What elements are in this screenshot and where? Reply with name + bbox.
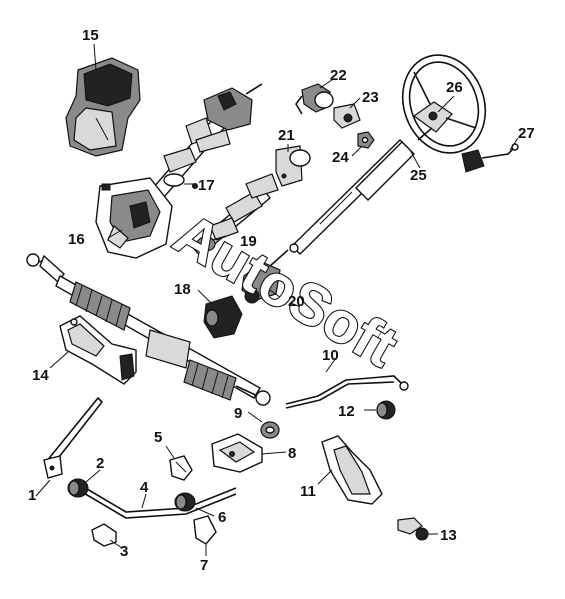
part-22-ignition-switch — [295, 83, 334, 115]
part-number-labels: 15 16 17 18 19 20 21 22 23 24 25 26 27 1… — [28, 27, 535, 574]
label-10: 10 — [322, 347, 339, 364]
label-17: 17 — [198, 177, 215, 194]
part-21-switch-bracket — [275, 145, 311, 187]
label-20: 20 — [288, 293, 305, 310]
label-2: 2 — [96, 455, 104, 472]
label-1: 1 — [28, 487, 36, 504]
label-15: 15 — [82, 27, 99, 44]
part-17-steering-column — [144, 83, 263, 205]
part-15-column-cover — [65, 57, 141, 157]
label-12: 12 — [338, 403, 355, 420]
part-26-steering-wheel — [401, 54, 487, 154]
label-18: 18 — [174, 281, 191, 298]
part-5-clamp — [169, 455, 193, 481]
label-4: 4 — [140, 479, 149, 496]
label-23: 23 — [362, 89, 379, 106]
part-1-clamp — [43, 455, 63, 479]
label-14: 14 — [32, 367, 49, 384]
label-24: 24 — [332, 149, 349, 166]
label-3: 3 — [120, 543, 128, 560]
part-8-bracket — [211, 433, 263, 473]
label-26: 26 — [446, 79, 463, 96]
part-2-bushing — [67, 478, 89, 498]
part-16-mounting-bracket — [95, 177, 173, 259]
label-21: 21 — [278, 127, 295, 144]
label-11: 11 — [300, 483, 316, 500]
part-19-column-tube — [191, 173, 279, 257]
part-7-clamp — [193, 515, 217, 545]
part-14-rack-bracket — [59, 315, 137, 385]
label-7: 7 — [200, 557, 208, 574]
label-5: 5 — [154, 429, 162, 446]
leader-lines — [35, 43, 519, 556]
part-13-ball-joint — [397, 517, 429, 541]
part-10-rod — [285, 375, 409, 409]
label-16: 16 — [68, 231, 85, 248]
label-9: 9 — [234, 405, 242, 422]
part-27-lever — [461, 143, 519, 173]
label-22: 22 — [330, 67, 347, 84]
part-6-bushing — [174, 492, 196, 512]
part-24-nut — [357, 131, 375, 149]
part-12-bushing — [376, 400, 396, 420]
part-9-bushing — [260, 421, 280, 439]
watermark-text: AutoSoft — [164, 201, 409, 380]
part-23-lock-cylinder — [333, 103, 361, 129]
part-4-stabilizer-bar — [45, 396, 237, 519]
label-27: 27 — [518, 125, 535, 142]
part-11-bracket — [321, 435, 383, 505]
steering-rack-assembly — [26, 253, 271, 406]
part-3-clamp — [91, 523, 117, 547]
label-6: 6 — [218, 509, 226, 526]
label-19: 19 — [240, 233, 257, 250]
label-25: 25 — [410, 167, 427, 184]
part-18-steering-boot — [203, 295, 243, 339]
label-8: 8 — [288, 445, 296, 462]
label-13: 13 — [440, 527, 457, 544]
part-25-steering-shaft — [289, 139, 415, 255]
